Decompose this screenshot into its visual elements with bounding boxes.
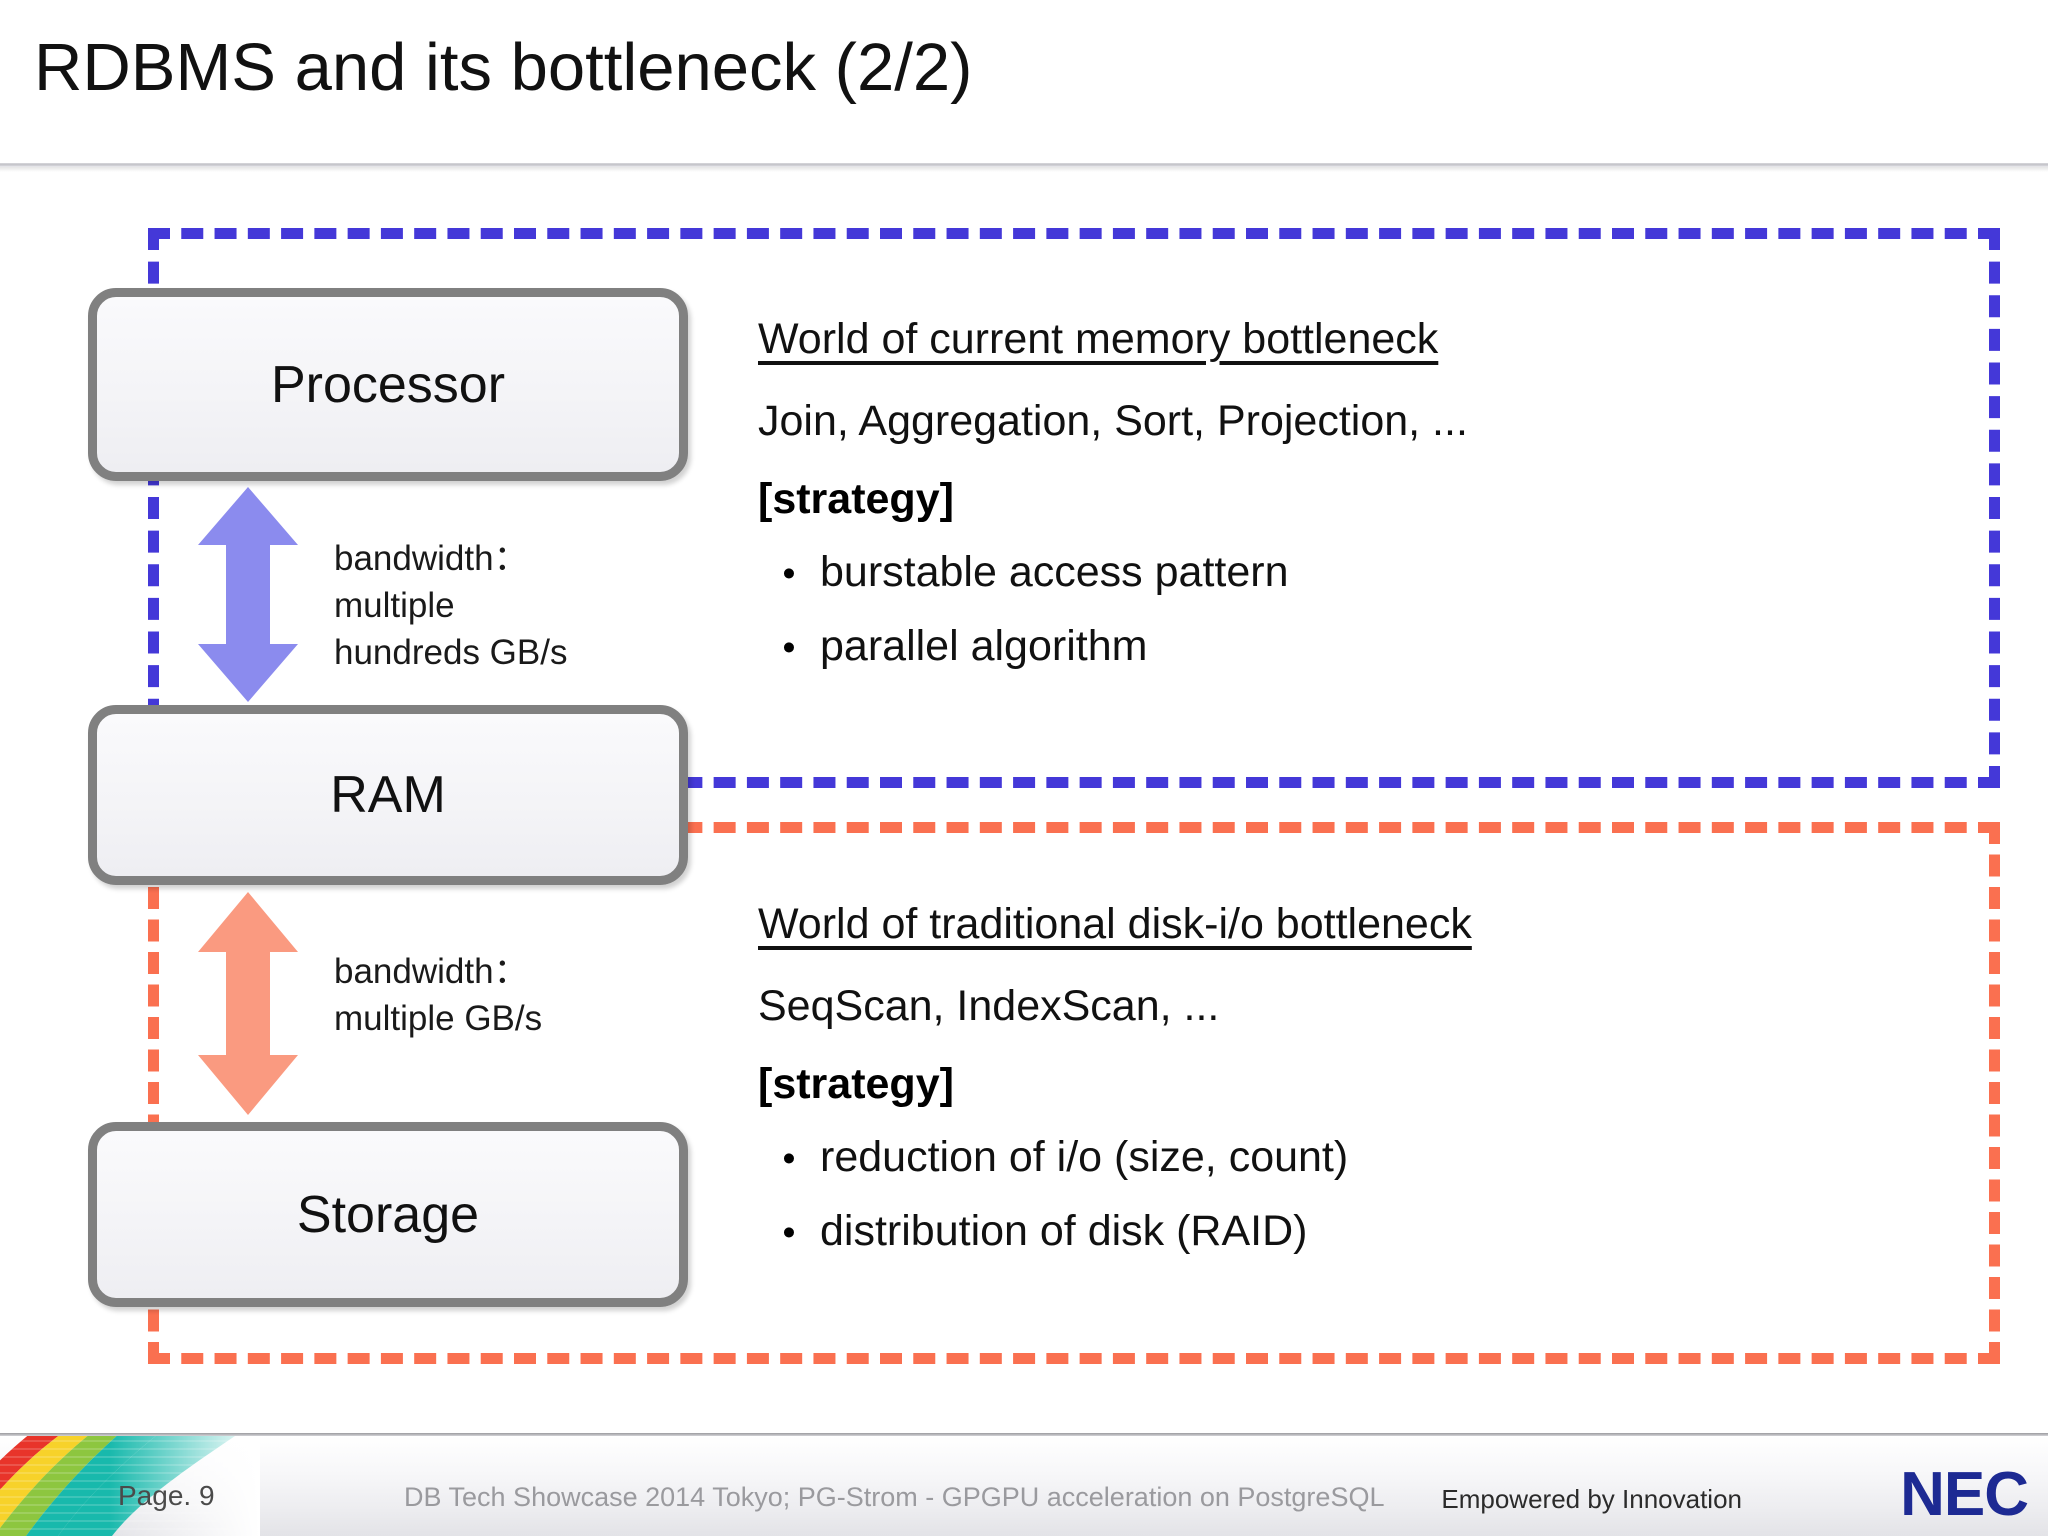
disk-io-bottleneck-text-block: World of traditional disk-i/o bottleneck…	[758, 895, 1958, 1261]
title-divider	[0, 163, 2048, 167]
disk-section-operations: SeqScan, IndexScan, ...	[758, 982, 1220, 1030]
footer-page-number: Page. 9	[118, 1480, 215, 1511]
list-item: • distribution of disk (RAID)	[758, 1203, 1958, 1261]
disk-bullet-1: reduction of i/o (size, count)	[820, 1133, 1349, 1181]
processor-box: Processor	[88, 288, 688, 481]
storage-box: Storage	[88, 1122, 688, 1307]
bullet-dot-icon: •	[782, 553, 796, 594]
disk-section-heading: World of traditional disk-i/o bottleneck	[758, 900, 1472, 948]
memory-section-strategy-label: [strategy]	[758, 475, 954, 523]
memory-bottleneck-text-block: World of current memory bottleneck Join,…	[758, 310, 1958, 676]
footer-divider	[0, 1433, 2048, 1436]
memory-bullet-1: burstable access pattern	[820, 548, 1289, 596]
brand-swoosh-icon	[0, 1436, 260, 1536]
list-item: • burstable access pattern	[758, 544, 1958, 602]
memory-section-heading: World of current memory bottleneck	[758, 315, 1439, 363]
footer-tagline: Empowered by Innovation	[1441, 1484, 1742, 1514]
ram-label: RAM	[330, 766, 446, 824]
processor-ram-bandwidth-label: bandwidth： multiple hundreds GB/s	[334, 539, 568, 672]
list-item: • parallel algorithm	[758, 618, 1958, 676]
disk-section-strategy-label: [strategy]	[758, 1060, 954, 1108]
memory-section-operations: Join, Aggregation, Sort, Projection, ...	[758, 397, 1468, 445]
page-title: RDBMS and its bottleneck (2/2)	[34, 30, 973, 105]
ram-storage-bandwidth-label: bandwidth： multiple GB/s	[334, 952, 543, 1038]
ram-box: RAM	[88, 705, 688, 885]
processor-ram-arrow-icon	[198, 487, 298, 702]
bullet-dot-icon: •	[782, 627, 796, 668]
disk-bullet-2: distribution of disk (RAID)	[820, 1207, 1308, 1255]
ram-storage-arrow-icon	[198, 892, 298, 1115]
processor-label: Processor	[270, 355, 506, 414]
memory-bullet-2: parallel algorithm	[820, 622, 1148, 670]
nec-logo: NEC	[1900, 1460, 2029, 1529]
footer-conference-title: DB Tech Showcase 2014 Tokyo; PG-Strom - …	[404, 1482, 1385, 1512]
storage-label: Storage	[296, 1185, 480, 1244]
bullet-dot-icon: •	[782, 1212, 796, 1253]
bullet-dot-icon: •	[782, 1138, 796, 1179]
list-item: • reduction of i/o (size, count)	[758, 1129, 1958, 1187]
title-divider-shadow	[0, 167, 2048, 172]
footer-bar	[0, 1436, 2048, 1536]
disk-io-bottleneck-region	[148, 822, 2000, 1364]
memory-bottleneck-region	[148, 228, 2000, 788]
